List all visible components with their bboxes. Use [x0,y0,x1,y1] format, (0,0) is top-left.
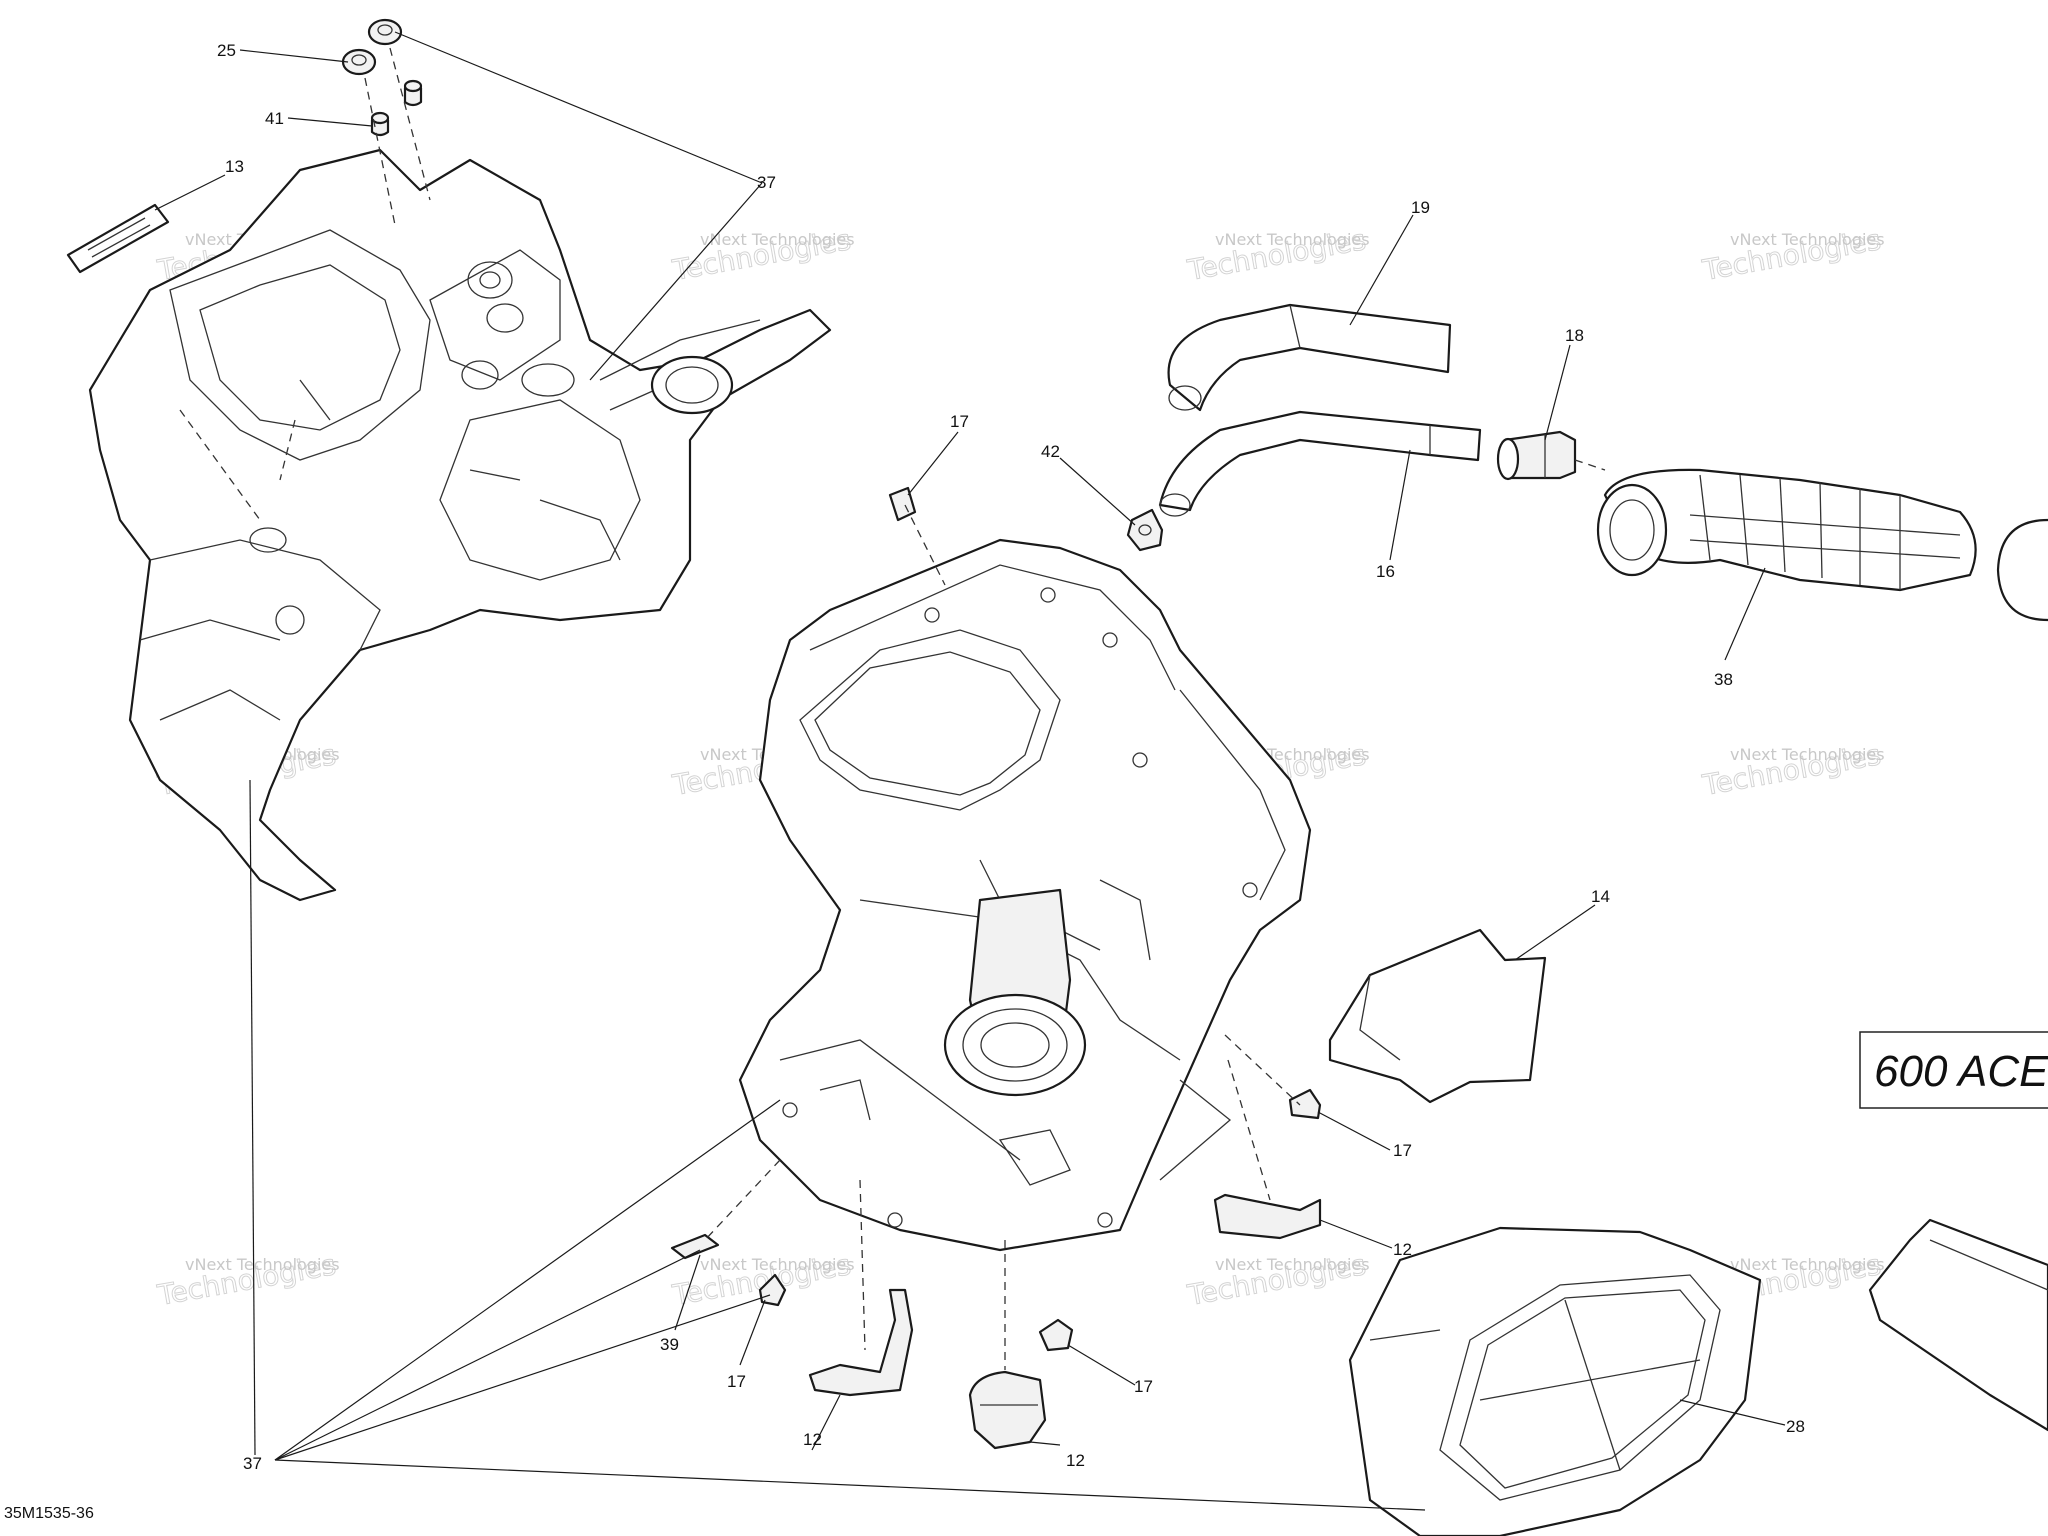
assembly-hidden-line [859,1179,866,1351]
callout-label: 18 [1565,326,1584,345]
assembly-hidden-line [279,419,296,481]
clip-part-17 [1288,1088,1322,1120]
clip-part-17 [758,1273,787,1307]
lower-air-box-part-28 [1348,1226,1762,1536]
assembly-hidden-line [1227,1059,1271,1201]
reference-code: 35M1535-36 [4,1505,94,1522]
callout-label: 12 [803,1430,822,1449]
assembly-hidden-line [904,504,946,586]
svg-text:vNext Technologies: vNext Technologies [1730,745,1885,764]
model-label: 600 ACE [1874,1047,2048,1096]
callout-label: 39 [660,1335,679,1354]
assembly-hidden-line [1224,1034,1301,1106]
callout-labels: 25 41 13 37 19 18 17 42 16 38 14 17 12 3… [217,41,1805,1473]
callout-label: 17 [1393,1141,1412,1160]
watermark: Technologies vNext Technologies [669,223,855,288]
callout-label: 12 [1393,1240,1412,1259]
heat-shield-part-14 [1328,928,1547,1104]
plug-part-41 [370,79,423,137]
clamp-part-12 [808,1288,914,1397]
callout-label: 16 [1376,562,1395,581]
watermark: Technologies vNext Technologies [1699,738,1885,803]
grommet-hidden-line [364,77,396,226]
callout-label: 37 [757,173,776,192]
svg-text:vNext Technologies: vNext Technologies [1730,1255,1885,1274]
callout-label: 28 [1786,1417,1805,1436]
upper-air-box-housing [88,148,832,902]
clip-part-17 [888,486,917,522]
svg-text:vNext Technologies: vNext Technologies [700,1255,855,1274]
watermark: Technologies vNext Technologies [1184,1248,1370,1313]
hose-part-16 [1158,410,1482,517]
callout-label: 14 [1591,887,1610,906]
callout-label: 17 [1134,1377,1153,1396]
clamp-part-12 [1213,1193,1322,1240]
hose-part-19 [1167,303,1452,412]
partial-panel [1868,1218,2048,1432]
callout-label: 37 [243,1454,262,1473]
connector-part-18 [1496,430,1577,481]
clip-part-17 [1038,1318,1074,1352]
svg-text:vNext Technologies: vNext Technologies [185,1255,340,1274]
callout-label: 12 [1066,1451,1085,1470]
watermark: Technologies vNext Technologies [154,1248,340,1313]
watermark: Technologies vNext Technologies [1184,223,1370,288]
connector-part-42 [1126,508,1164,552]
callout-label: 17 [727,1372,746,1391]
callout-label: 19 [1411,198,1430,217]
grommet-part-25 [341,18,403,76]
model-label-box: 600 ACE [1859,1031,2048,1109]
leader-lines [154,31,1786,1511]
grommet-hidden-line [389,47,431,201]
callout-label: 42 [1041,442,1060,461]
callout-label: 38 [1714,670,1733,689]
clamp-part-12 [968,1370,1047,1450]
assembly-hidden-line [1574,459,1606,471]
svg-text:vNext Technologies: vNext Technologies [1215,230,1370,249]
callout-label: 13 [225,157,244,176]
bracket-part-39 [670,1233,720,1260]
callout-label: 41 [265,109,284,128]
svg-text:vNext Technologies: vNext Technologies [1215,1255,1370,1274]
svg-text:vNext Technologies: vNext Technologies [1730,230,1885,249]
callout-label: 25 [217,41,236,60]
assembly-hidden-line [704,1159,781,1241]
svg-text:vNext Technologies: vNext Technologies [700,230,855,249]
callout-label: 17 [950,412,969,431]
intake-boot-part-38 [1596,468,2048,622]
watermark: Technologies vNext Technologies [1699,223,1885,288]
center-air-box [738,538,1312,1252]
decal-part-13 [66,203,170,274]
